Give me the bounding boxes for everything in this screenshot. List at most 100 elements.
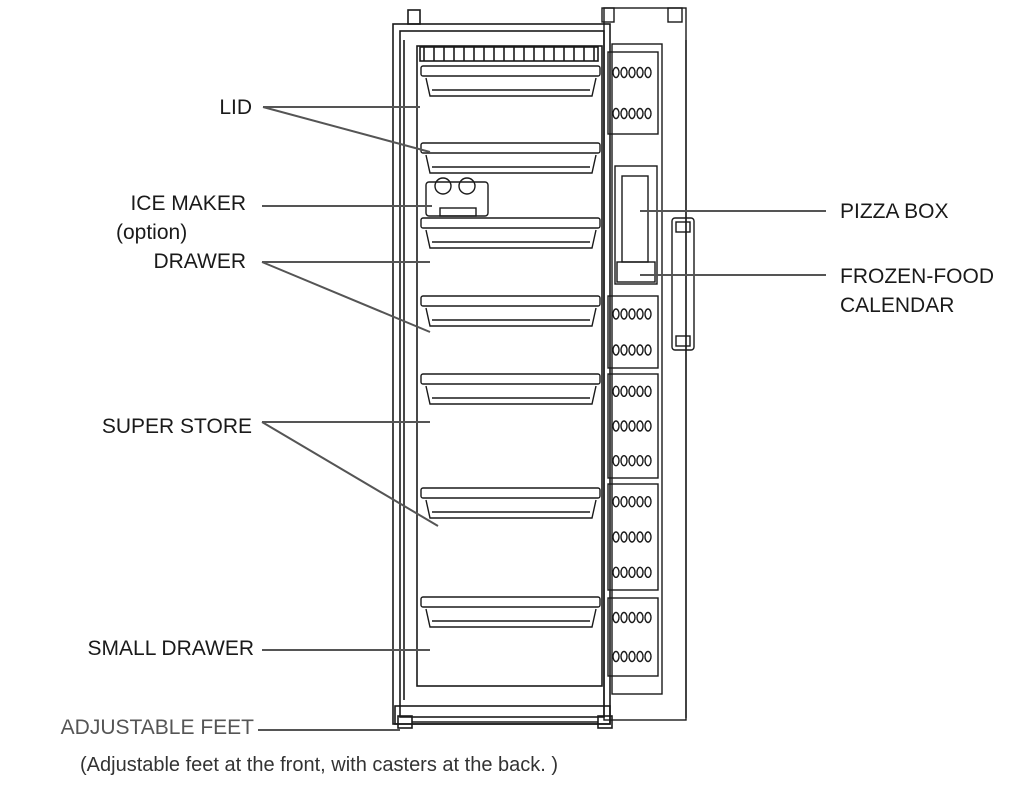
door-bin-frame [607, 295, 659, 369]
door-bin-vent [636, 495, 644, 508]
door-inner [611, 43, 663, 695]
door-bin-vent [644, 566, 652, 579]
drawer-front [425, 77, 597, 97]
door-bin-3 [607, 373, 659, 479]
drawer-rim [420, 142, 601, 154]
pizza-box [614, 165, 658, 285]
hinge-top-left [407, 9, 421, 25]
door-hinge-top-right [667, 7, 683, 23]
door-bin-vent [620, 66, 628, 79]
ice-maker-knob-left [434, 177, 452, 195]
door-bin-vent [628, 66, 636, 79]
drawer-front [425, 154, 597, 174]
door-bin-4 [607, 483, 659, 591]
door-bin-vent [644, 66, 652, 79]
door-bin-vent [612, 420, 620, 432]
drawer-2 [420, 142, 601, 174]
door-handle-cap-top [675, 221, 691, 233]
door-bin-vent [636, 66, 644, 79]
door-bin-vent [612, 344, 620, 356]
door-bin-vent [644, 531, 652, 543]
door-bin-5 [607, 597, 659, 677]
door-bin-vent [620, 531, 628, 543]
door-bin-frame [607, 373, 659, 479]
door-bin-vent [628, 566, 636, 579]
door-bin-vent [628, 454, 636, 467]
leader-line [261, 261, 431, 333]
open-door [601, 7, 695, 721]
door-hinge-top [601, 7, 615, 23]
door-bin-vent [628, 495, 636, 508]
door-bin-vent [636, 454, 644, 467]
door-bin-vent [620, 385, 628, 398]
drawer-rim [420, 596, 601, 608]
drawer-3 [420, 217, 601, 249]
door-bin-vent [636, 611, 644, 624]
plinth [394, 705, 611, 725]
top-rack [419, 46, 599, 62]
door-bin-vent [636, 107, 644, 120]
door-bin-vent [620, 454, 628, 467]
liner [416, 45, 603, 687]
door-bin-vent [636, 650, 644, 663]
drawer-front [425, 608, 597, 628]
label-pizza-box: PIZZA BOX [840, 200, 949, 223]
door-bin-vent [644, 308, 652, 320]
drawer-4 [420, 295, 601, 327]
drawer-front [425, 307, 597, 327]
label-super-store: SUPER STORE [101, 415, 252, 438]
drawer-rim [420, 373, 601, 385]
door-bin-vent [620, 344, 628, 356]
door-bin-vent [612, 308, 620, 320]
drawer-front [425, 499, 597, 519]
door-bin-frame [607, 51, 659, 135]
door-bin-vent [612, 650, 620, 663]
door-bin-vent [612, 454, 620, 467]
drawer-rim [420, 295, 601, 307]
door-bin-vent [628, 650, 636, 663]
door-bin-vent [612, 531, 620, 543]
door-bin-vent [644, 495, 652, 508]
top-rack-frame [419, 46, 599, 62]
drawer-rim [420, 65, 601, 77]
ice-maker [425, 177, 489, 217]
door-bin-vent [620, 495, 628, 508]
drawer-front [425, 385, 597, 405]
door-handle-cap-bottom [675, 335, 691, 347]
door-bin-vent [612, 495, 620, 508]
label-frozen-food: FROZEN-FOOD [840, 265, 994, 288]
label-lid: LID [219, 96, 252, 119]
door-bin-vent [628, 385, 636, 398]
door-bin-vent [636, 344, 644, 356]
drawer-stack [420, 65, 601, 628]
door-bin-vent [628, 531, 636, 543]
leader-line [262, 106, 431, 153]
door-bin-vent [628, 344, 636, 356]
drawer-6 [420, 487, 601, 519]
drawer-7 [420, 596, 601, 628]
freezer-cabinet [392, 9, 613, 729]
door-bin-vent [644, 344, 652, 356]
door-bin-vent [620, 650, 628, 663]
door-handle [671, 217, 695, 351]
door-bin-vent [628, 107, 636, 120]
ice-maker-tray [439, 207, 477, 217]
door-bin-vent [612, 566, 620, 579]
footnote: (Adjustable feet at the front, with cast… [80, 754, 559, 776]
door-bin-2 [607, 295, 659, 369]
door-bin-vent [612, 385, 620, 398]
drawer-rim [420, 217, 601, 229]
door-bin-vent [612, 611, 620, 624]
drawer-5 [420, 373, 601, 405]
drawer-1 [420, 65, 601, 97]
label-ice-maker: ICE MAKER [130, 192, 246, 215]
label-drawer: DRAWER [153, 250, 246, 273]
drawer-rim [420, 487, 601, 499]
door-bin-frame [607, 483, 659, 591]
door-bin-vent [636, 308, 644, 320]
door-bin-vent [644, 420, 652, 432]
door-bin-vent [644, 454, 652, 467]
label-ice-maker-option: (option) [116, 221, 188, 244]
door-bin-vent [628, 420, 636, 432]
